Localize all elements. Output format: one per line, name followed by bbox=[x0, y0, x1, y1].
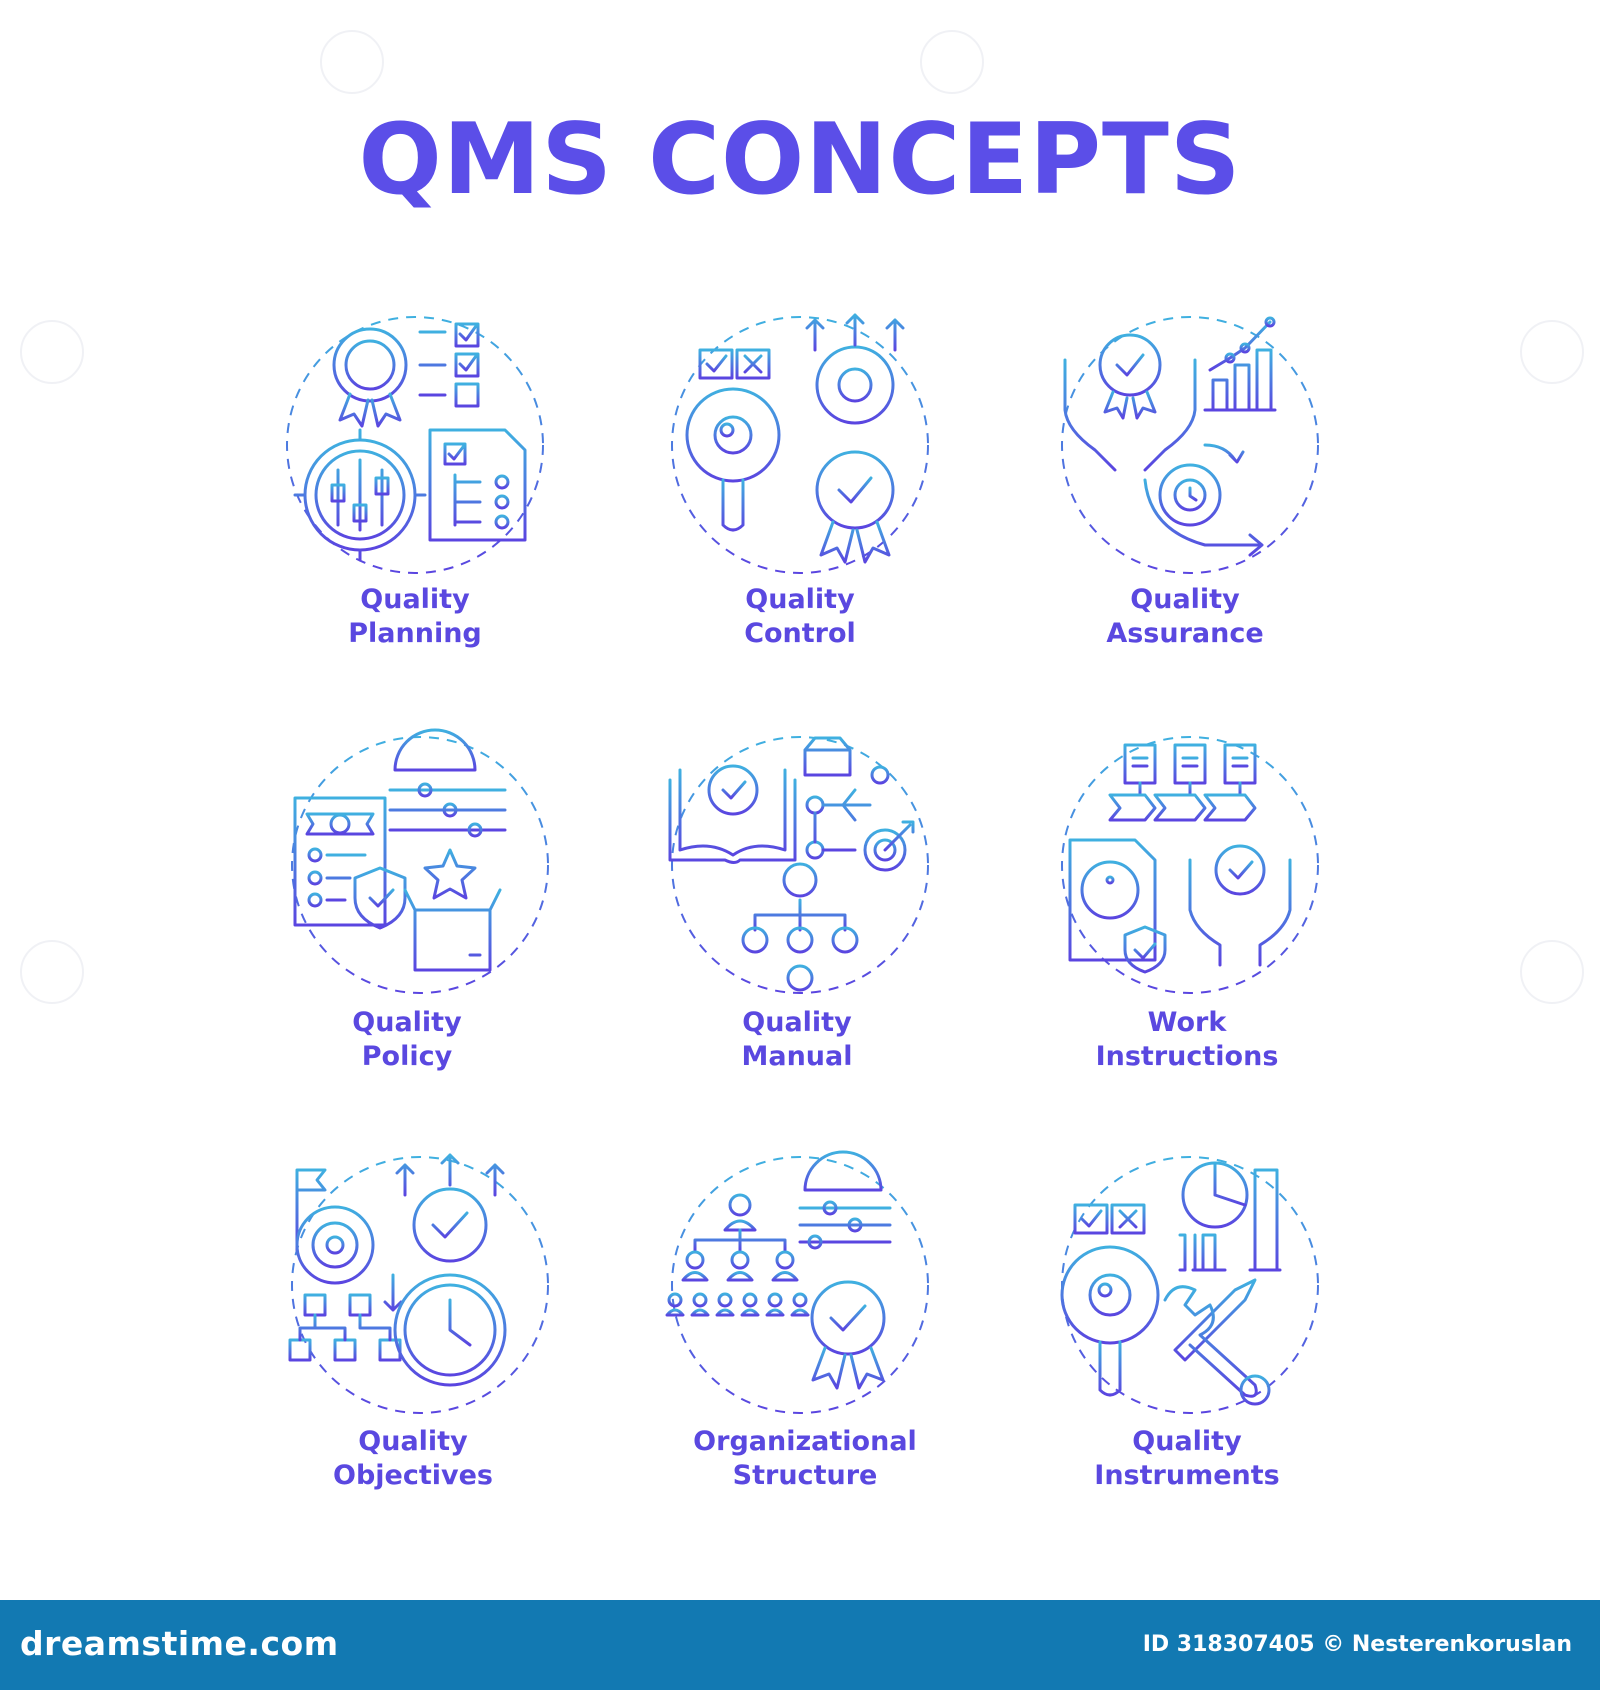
page-title: QMS CONCEPTS bbox=[358, 103, 1242, 217]
quality-assurance-icon bbox=[1055, 310, 1325, 580]
watermark-logo bbox=[20, 940, 84, 1004]
quality-instruments-icon bbox=[1055, 1150, 1325, 1420]
quality-policy-icon bbox=[285, 728, 555, 1000]
watermark-logo bbox=[20, 320, 84, 384]
watermark-logo bbox=[920, 30, 984, 94]
watermark-logo bbox=[320, 30, 384, 94]
footer-credit: ID 318307405 © Nesterenkoruslan bbox=[1142, 1632, 1572, 1657]
quality-control-icon bbox=[665, 310, 935, 580]
footer-brand-logo[interactable]: dreamstime.com bbox=[20, 1624, 339, 1663]
work-instructions-icon bbox=[1055, 730, 1325, 1000]
footer-bar: dreamstime.com ID 318307405 © Nesterenko… bbox=[0, 1600, 1600, 1690]
organizational-structure-icon bbox=[663, 1150, 935, 1420]
quality-manual-icon bbox=[665, 730, 935, 1000]
quality-planning-icon bbox=[280, 310, 550, 580]
watermark-logo bbox=[1520, 940, 1584, 1004]
watermark-logo bbox=[1520, 320, 1584, 384]
quality-objectives-icon bbox=[285, 1150, 555, 1420]
